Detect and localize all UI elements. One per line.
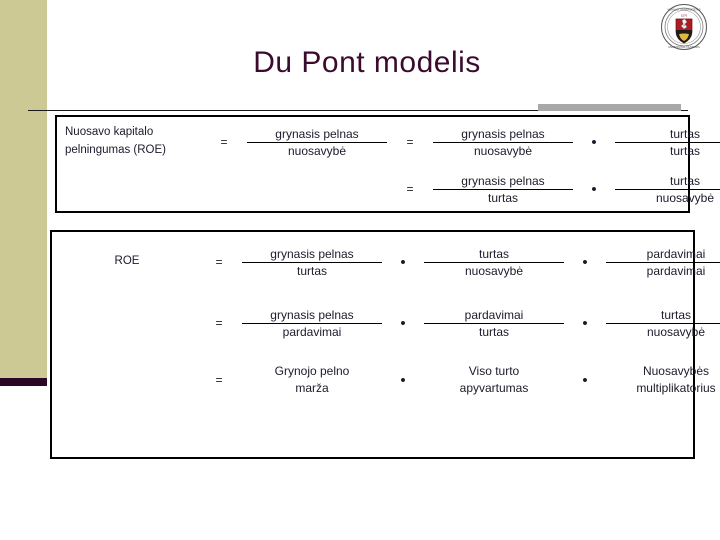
term-net-profit-margin: Grynojo pelno marža: [236, 363, 388, 398]
fraction-numerator: turtas: [615, 174, 720, 190]
equals-sign: =: [215, 316, 223, 330]
multiply-dot: •: [591, 180, 597, 198]
fraction-denominator: nuosavybė: [287, 143, 347, 158]
fraction-numerator: grynasis pelnas: [433, 127, 573, 143]
term-line-2: marža: [295, 381, 329, 395]
fraction-denominator: pardavimai: [282, 324, 342, 339]
fraction-assets-over-equity: turtas nuosavybė: [418, 247, 570, 278]
fraction-assets-over-assets: turtas turtas: [609, 127, 720, 158]
term-total-asset-turnover: Viso turto apyvartumas: [418, 363, 570, 398]
table-row: Nuosavo kapitalo pelningumas (ROE) = gry…: [57, 117, 720, 167]
fraction-assets-over-equity: turtas nuosavybė: [600, 308, 720, 339]
multiply-dot: •: [582, 314, 588, 332]
left-band-accent-bar: [0, 378, 47, 386]
term-line-2: apyvartumas: [459, 381, 529, 395]
fraction-empty: [241, 189, 393, 190]
fraction-net-profit-over-equity-2: grynasis pelnas nuosavybė: [427, 127, 579, 158]
fraction-net-profit-over-equity: grynasis pelnas nuosavybė: [241, 127, 393, 158]
fraction-assets-over-equity: turtas nuosavybė: [609, 174, 720, 205]
multiply-dot: •: [591, 133, 597, 151]
fraction-sales-over-assets: pardavimai turtas: [418, 308, 570, 339]
fraction-denominator: nuosavybė: [464, 263, 524, 278]
multiply-dot: •: [400, 371, 406, 389]
fraction-numerator: turtas: [615, 127, 720, 143]
term-line-2: multiplikatorius: [636, 381, 716, 395]
fraction-numerator: grynasis pelnas: [242, 247, 382, 263]
svg-text:VILNIAUS UNIVERSITETAS: VILNIAUS UNIVERSITETAS: [668, 8, 701, 12]
grey-accent-tab: [538, 104, 681, 111]
fraction-denominator: turtas: [296, 263, 327, 278]
multiply-dot: •: [582, 253, 588, 271]
table-row: = grynasis pelnas turtas • turtas nuosav…: [57, 167, 720, 211]
equals-sign: =: [215, 373, 223, 387]
multiply-dot: •: [582, 371, 588, 389]
fraction-net-profit-over-assets: grynasis pelnas turtas: [236, 247, 388, 278]
slide-title: Du Pont modelis: [253, 46, 481, 79]
title-underline-rule: [28, 110, 688, 111]
equals-sign: =: [215, 255, 223, 269]
fraction-denominator: turtas: [478, 324, 509, 339]
fraction-numerator: turtas: [606, 308, 720, 324]
fraction-denominator: nuosavybė: [473, 143, 533, 158]
fraction-numerator: pardavimai: [606, 247, 720, 263]
term-equity-multiplier: Nuosavybės multiplikatorius: [600, 363, 720, 398]
table-row: ROE = grynasis pelnas turtas • turtas nu…: [52, 232, 720, 292]
fraction-empty-text: [241, 189, 393, 190]
table-row: = grynasis pelnas pardavimai • pardavima…: [52, 292, 720, 354]
svg-text:UNIVERSITAS VILNENSIS: UNIVERSITAS VILNENSIS: [668, 45, 700, 49]
roe-decomposition-table-two: ROE = grynasis pelnas turtas • turtas nu…: [50, 230, 720, 459]
fraction-sales-over-sales: pardavimai pardavimai: [600, 247, 720, 278]
multiply-dot: •: [400, 253, 406, 271]
fraction-numerator: grynasis pelnas: [242, 308, 382, 324]
fraction-net-profit-over-assets: grynasis pelnas turtas: [427, 174, 579, 205]
row-label: Nuosavo kapitalo pelningumas (ROE): [65, 126, 166, 156]
fraction-numerator: grynasis pelnas: [433, 174, 573, 190]
equals-sign: =: [220, 135, 228, 149]
table-row-named-terms: = Grynojo pelno marža • Viso turto apyva…: [52, 354, 715, 406]
fraction-numerator: pardavimai: [424, 308, 564, 324]
svg-text:1579: 1579: [681, 14, 688, 18]
fraction-denominator: turtas: [487, 190, 518, 205]
fraction-denominator: nuosavybė: [655, 190, 715, 205]
fraction-denominator: pardavimai: [646, 263, 706, 278]
fraction-denominator: nuosavybė: [646, 324, 706, 339]
fraction-net-profit-over-sales: grynasis pelnas pardavimai: [236, 308, 388, 339]
vilnius-university-seal-logo: VILNIAUS UNIVERSITETAS UNIVERSITAS VILNE…: [660, 3, 708, 51]
roe-decomposition-table-one: Nuosavo kapitalo pelningumas (ROE) = gry…: [55, 115, 720, 213]
fraction-numerator: grynasis pelnas: [247, 127, 387, 143]
term-line-1: Viso turto: [468, 363, 520, 378]
fraction-denominator: turtas: [669, 143, 700, 158]
fraction-numerator: turtas: [424, 247, 564, 263]
equals-sign: =: [406, 135, 414, 149]
equals-sign: =: [406, 182, 414, 196]
term-line-1: Nuosavybės: [642, 363, 710, 378]
multiply-dot: •: [400, 314, 406, 332]
term-line-1: Grynojo pelno: [274, 363, 350, 378]
row-label-roe: ROE: [114, 255, 140, 268]
left-decorative-band: [0, 0, 47, 378]
